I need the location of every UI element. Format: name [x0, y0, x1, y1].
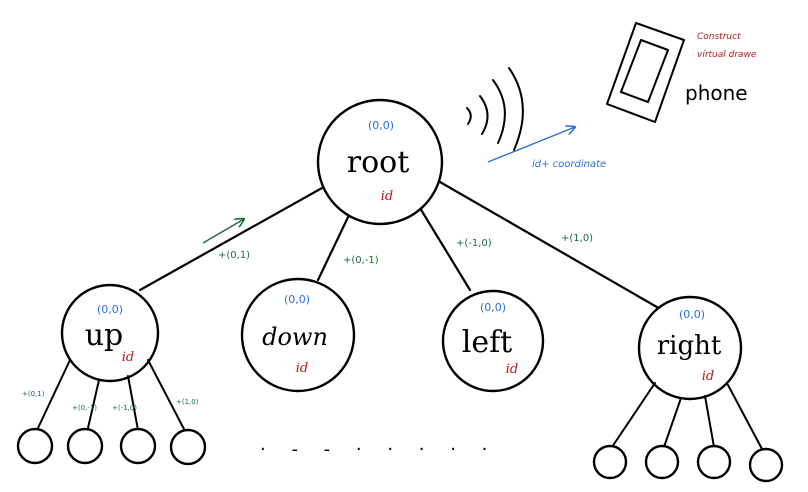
leaf-up-2	[66, 427, 104, 465]
node-right-coord: (0,0)	[679, 308, 705, 321]
leaf-right-1	[592, 444, 628, 480]
edge-label-root-right: +(1,0)	[561, 233, 593, 244]
node-left-label: left	[462, 325, 513, 360]
phone-label: phone	[685, 81, 748, 105]
node-root-coord: (0,0)	[368, 119, 394, 132]
edge-label-up-child-1: +(0,1)	[22, 390, 45, 398]
edge-label-up-child-2: +(0,-1)	[72, 404, 97, 412]
signal-note: id+ coordinate	[532, 159, 606, 170]
node-root-id: id	[381, 189, 393, 204]
edge-label-root-down: +(0,-1)	[343, 255, 379, 266]
node-root-label: root	[347, 145, 410, 180]
leaf-right-2	[644, 444, 680, 480]
node-left: (0,0) left id	[441, 289, 545, 393]
node-right-id: id	[702, 369, 714, 384]
leaf-up-3	[119, 427, 157, 465]
leaf-up-1	[16, 427, 54, 465]
node-right-label: right	[657, 331, 722, 361]
phone-icon	[606, 22, 685, 123]
node-left-coord: (0,0)	[480, 301, 506, 314]
leaf-right-3	[696, 444, 732, 480]
edge-up-child-2	[87, 379, 100, 429]
phone-note-line2: virtual drawe	[697, 50, 757, 60]
node-root: (0,0) root id	[316, 98, 444, 226]
edge-right-child-2	[663, 397, 682, 448]
phone-note-line1: Construct	[697, 32, 741, 42]
edge-right-child-4	[727, 384, 763, 450]
edge-root-down	[316, 211, 352, 282]
node-left-id: id	[506, 362, 518, 377]
direction-arrow-icon	[202, 219, 244, 244]
edge-right-child-3	[704, 395, 715, 448]
edge-root-left	[418, 206, 472, 292]
node-up: (0,0) up id	[60, 283, 160, 383]
edge-up-child-1	[37, 359, 71, 429]
node-up-label: up	[85, 318, 124, 353]
edge-root-right	[438, 180, 664, 312]
node-down: (0,0) down id	[240, 277, 356, 393]
node-down-id: id	[296, 361, 308, 376]
edge-up-child-3	[127, 375, 139, 431]
node-right: (0,0) right id	[637, 295, 743, 401]
edge-up-child-4	[147, 359, 186, 432]
signal-arrow-icon	[487, 127, 575, 163]
node-down-coord: (0,0)	[284, 293, 310, 306]
leaf-right-4	[748, 447, 784, 483]
node-up-id: id	[122, 350, 134, 365]
leaf-up-4	[169, 428, 207, 466]
wireless-signal-icon	[466, 67, 524, 151]
edge-label-root-up: +(0,1)	[218, 250, 250, 261]
edge-right-child-1	[611, 382, 656, 448]
node-up-coord: (0,0)	[97, 303, 123, 316]
node-down-label: down	[262, 323, 328, 351]
edge-label-up-child-4: +(1,0)	[176, 398, 199, 406]
edge-label-root-left: +(-1,0)	[456, 238, 492, 249]
edge-root-up	[138, 186, 324, 292]
ellipsis: · - - · · · · ·	[260, 439, 497, 460]
edge-label-up-child-3: +(-1,0)	[112, 404, 137, 412]
